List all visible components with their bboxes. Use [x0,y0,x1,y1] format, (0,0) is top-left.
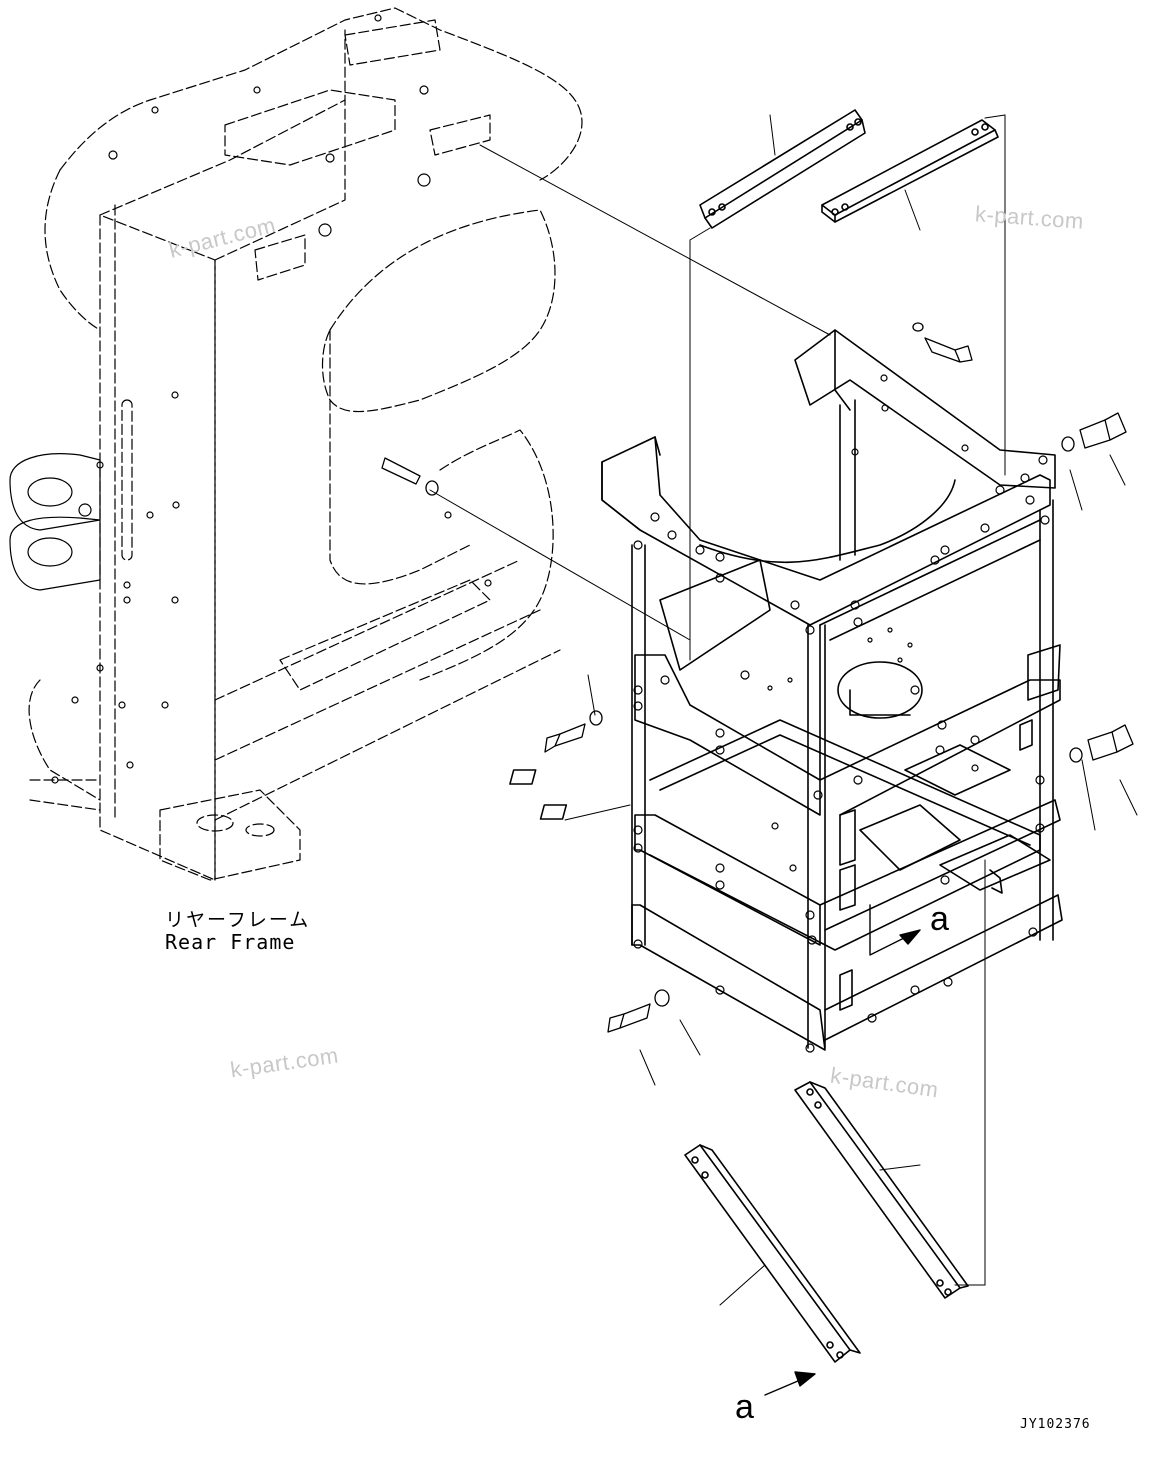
top-bracket-right [821,119,999,223]
bolt-rear-frame [381,457,439,496]
bolt-right-lower [1069,724,1134,763]
bolt-left-mid [544,710,603,753]
view-arrow-upper [869,904,921,956]
top-bracket-left [699,109,866,229]
frame-fasteners [633,374,1050,1053]
bolt-right-upper [1061,412,1127,452]
rear-frame-label-en: Rear Frame [165,930,296,954]
view-callout-a-upper: a [930,900,949,938]
drawing-code: JY102376 [1020,1417,1091,1432]
leader-lines [429,114,1138,1306]
rear-frame-holes [51,14,492,784]
lower-bracket-right [794,1081,969,1299]
rear-frame-phantom [9,7,583,881]
main-cage-frame [509,329,1063,1051]
rear-frame-label-jp: リヤーフレーム [165,909,311,931]
bolt-top [912,322,973,363]
bolt-left-lower [607,989,670,1033]
view-arrow-lower [764,1371,816,1396]
view-callout-a-lower: a [735,1388,754,1426]
lower-bracket-left [684,1144,861,1363]
